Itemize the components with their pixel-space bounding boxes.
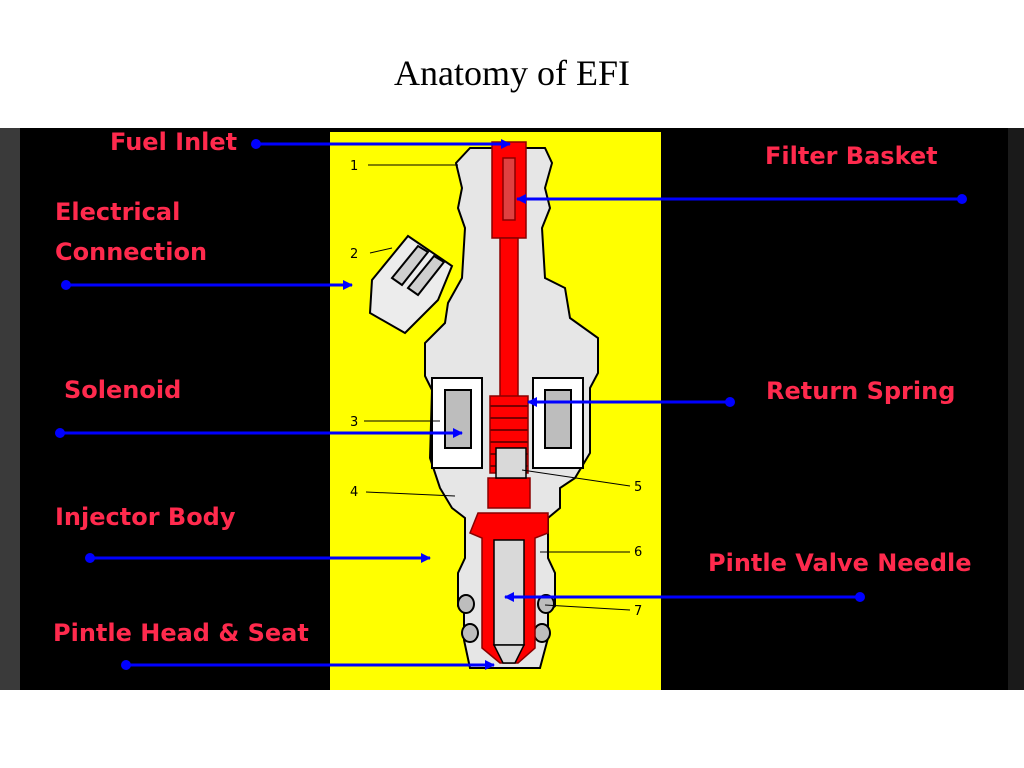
armature [487,477,531,509]
part-number-4: 4 [350,485,358,500]
central-tube [499,237,519,399]
arrow-return-spring [527,397,735,407]
arrow-pintle-valve-needle [504,592,865,602]
part-number-7: 7 [634,604,642,619]
pintle-needle [493,539,525,646]
solenoid-winding-left [444,389,472,449]
label-fuel-inlet: Fuel Inlet [110,128,237,156]
label-arrows [55,139,967,670]
connector-slot [406,254,446,297]
arrow-pintle-head-seat [121,660,495,670]
o-ring [533,623,551,643]
part-number-2: 2 [350,247,358,262]
part-number-5: 5 [634,480,642,495]
part-number-6: 6 [634,545,642,560]
efi-diagram: 1 2 3 4 5 6 7 Fuel Inlet Filter Basket E… [0,128,1024,690]
arrow-solenoid [55,428,463,438]
o-ring [457,594,475,614]
pintle-head [492,644,526,664]
o-ring [461,623,479,643]
part-number-3: 3 [350,415,358,430]
label-connection: Connection [55,238,207,266]
solenoid-winding-right [544,389,572,449]
label-pintle-valve-needle: Pintle Valve Needle [708,549,972,577]
arrow-injector-body [85,553,431,563]
label-injector-body: Injector Body [55,503,236,531]
label-filter-basket: Filter Basket [765,142,938,170]
slide-title: Anatomy of EFI [394,53,630,93]
label-electrical: Electrical [55,198,180,226]
label-solenoid: Solenoid [64,376,181,404]
filter-basket-part [502,157,516,221]
part-leaders [364,164,631,611]
arrow-electrical-connection [61,280,353,290]
part-number-1: 1 [350,159,358,174]
connector-slot [390,244,430,287]
arrow-fuel-inlet [251,139,511,149]
label-return-spring: Return Spring [766,377,955,405]
label-pintle-head-seat: Pintle Head & Seat [53,619,309,647]
spring-turns [490,405,528,467]
right-edge-strip [1008,128,1024,690]
armature-core [495,447,527,479]
left-edge-strip [0,128,20,690]
arrow-filter-basket [516,194,967,204]
o-ring [537,594,555,614]
